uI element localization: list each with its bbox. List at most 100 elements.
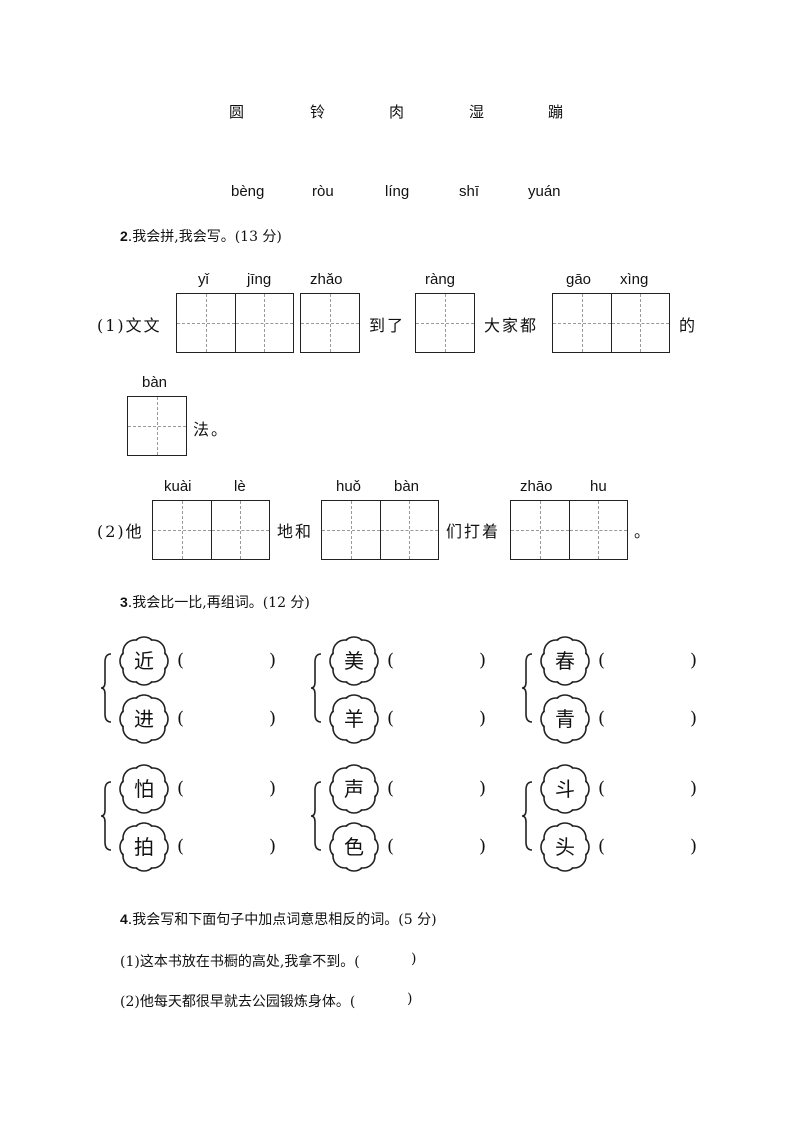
pinyin-label: bàn [394,478,420,495]
writing-grid[interactable] [552,293,670,353]
answer-paren-open[interactable]: ( [387,778,395,799]
flower-frame: 羊 [325,690,383,748]
writing-grid[interactable] [127,396,187,456]
answer-paren-open[interactable]: ( [177,778,185,799]
compare-char: 羊 [344,707,364,731]
answer-paren-open[interactable]: ( [598,650,606,671]
flower-frame: 近 [115,632,173,690]
pinyin-label: kuài [164,478,192,495]
answer-paren-open[interactable]: ( [598,836,606,857]
flower-frame: 色 [325,818,383,876]
flower-frame: 斗 [536,760,594,818]
compare-char: 近 [134,649,154,673]
answer-paren-open[interactable]: ( [177,836,185,857]
answer-paren-open[interactable]: ( [387,836,395,857]
answer-paren-close[interactable]: ) [690,836,698,857]
pinyin-label: ràng [425,271,456,288]
char-item: 蹦 [548,103,564,121]
char-item: 圆 [229,103,245,121]
writing-grid[interactable] [152,500,270,560]
compare-char: 拍 [134,835,154,859]
sentence-text: 。 [634,522,653,541]
answer-paren-open[interactable]: ( [177,708,185,729]
answer-paren-open[interactable]: ( [177,650,185,671]
flower-frame: 青 [536,690,594,748]
answer-paren-close[interactable]: ) [479,650,487,671]
answer-paren-close[interactable]: ) [479,708,487,729]
answer-paren-close[interactable]: ) [269,836,277,857]
pinyin-label: jīng [247,271,272,288]
brace-icon [521,781,533,851]
flower-shape [540,822,590,872]
question-3-title: 3.我会比一比,再组词。(12 分) [120,592,310,612]
question-number: 3 [120,594,128,610]
answer-paren-close[interactable]: ) [269,708,277,729]
pinyin-label: yǐ [198,271,209,288]
writing-grid[interactable] [176,293,294,353]
compare-char: 青 [555,707,575,731]
flower-frame: 美 [325,632,383,690]
compare-char: 怕 [134,777,154,801]
question-2-title: 2.我会拼,我会写。(13 分) [120,226,282,246]
pinyin-label: bàn [142,374,168,391]
answer-paren-close[interactable]: ) [269,778,277,799]
question-4-title: 4.我会写和下面句子中加点词意思相反的词。(5 分) [120,909,437,929]
pinyin-item: líng [385,183,410,200]
answer-paren-close[interactable]: ) [690,778,698,799]
answer-paren-close[interactable]: ) [411,951,417,967]
flower-frame: 头 [536,818,594,876]
question-text: .我会比一比,再组词。(12 分) [127,595,310,611]
sentence-prefix: (1)文文 [97,316,162,335]
flower-frame: 拍 [115,818,173,876]
answer-paren-close[interactable]: ) [690,650,698,671]
pinyin-item: shī [459,183,480,200]
pinyin-label: xìng [620,271,649,288]
answer-paren-close[interactable]: ) [407,991,413,1007]
pinyin-item: ròu [312,183,334,200]
flower-shape [119,694,169,744]
sentence-2: (2)他每天都很早就去公园锻炼身体。( [120,994,356,1010]
question-number: 4 [120,911,128,927]
sentence-1: (1)这本书放在书橱的高处,我拿不到。( [120,954,360,970]
compare-char: 色 [344,835,364,859]
answer-paren-close[interactable]: ) [269,650,277,671]
writing-grid[interactable] [321,500,439,560]
flower-shape [119,822,169,872]
brace-icon [310,653,322,723]
writing-grid[interactable] [300,293,360,353]
compare-char: 斗 [555,777,575,801]
flower-shape [329,636,379,686]
sentence-text: 们打着 [446,522,501,541]
sentence-text: 法。 [193,420,230,439]
answer-paren-open[interactable]: ( [387,650,395,671]
char-item: 湿 [469,103,485,121]
compare-char: 春 [555,649,575,673]
flower-frame: 进 [115,690,173,748]
flower-shape [329,764,379,814]
compare-char: 声 [344,777,364,801]
answer-paren-open[interactable]: ( [598,778,606,799]
pinyin-label: zhāo [520,478,553,495]
pinyin-label: zhǎo [310,271,343,288]
sentence-text: 大家都 [484,316,539,335]
answer-paren-close[interactable]: ) [690,708,698,729]
flower-frame: 声 [325,760,383,818]
sentence-prefix: (2)他 [97,522,144,541]
question-text: .我会拼,我会写。(13 分) [127,229,282,245]
answer-paren-open[interactable]: ( [598,708,606,729]
flower-shape [119,636,169,686]
char-item: 铃 [310,103,326,121]
flower-shape [329,822,379,872]
brace-icon [521,653,533,723]
pinyin-label: hu [590,478,607,495]
compare-char: 进 [134,707,154,731]
answer-paren-close[interactable]: ) [479,778,487,799]
answer-paren-close[interactable]: ) [479,836,487,857]
answer-paren-open[interactable]: ( [387,708,395,729]
writing-grid[interactable] [510,500,628,560]
sentence-text: 的 [679,316,698,335]
flower-frame: 怕 [115,760,173,818]
char-item: 肉 [389,103,405,121]
sentence-text: 到了 [369,316,406,335]
writing-grid[interactable] [415,293,475,353]
